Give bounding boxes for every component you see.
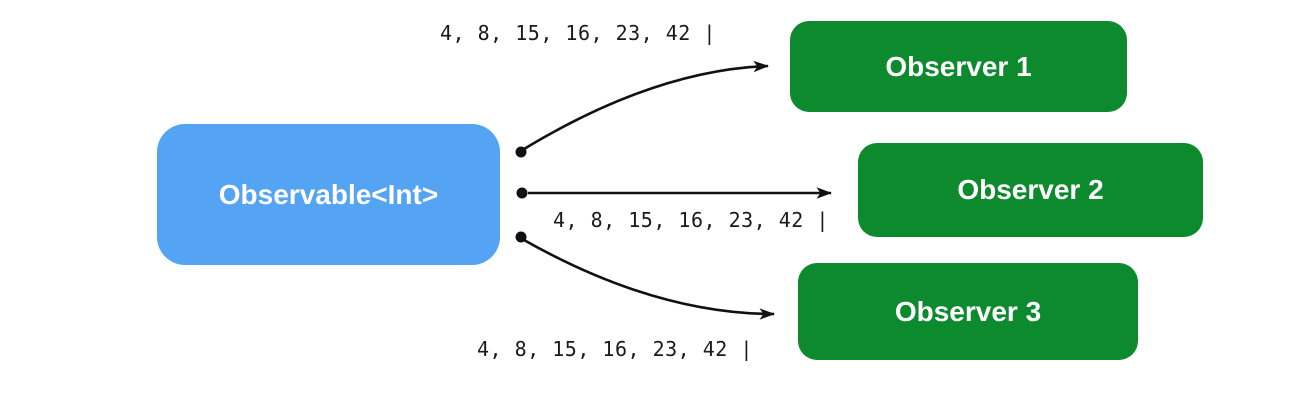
- observable-box: Observable<Int>: [157, 124, 500, 265]
- observer-3-box: Observer 3: [798, 263, 1138, 360]
- observer-1-label: Observer 1: [885, 50, 1032, 82]
- observer-3-label: Observer 3: [894, 295, 1042, 327]
- observable-label: Observable<Int>: [218, 178, 439, 210]
- observer-2-box: Observer 2: [858, 143, 1203, 237]
- arrow-to-observer-1: [523, 60, 769, 151]
- sequence-label-1: 4, 8, 15, 16, 23, 42 |: [440, 21, 716, 45]
- emission-dot-2: [516, 187, 528, 199]
- emission-dot-1: [515, 146, 527, 158]
- emission-dot-3: [515, 231, 527, 243]
- sequence-label-3: 4, 8, 15, 16, 23, 42 |: [477, 337, 753, 361]
- observer-1-box: Observer 1: [790, 21, 1127, 112]
- observer-2-label: Observer 2: [957, 174, 1104, 205]
- sequence-label-2: 4, 8, 15, 16, 23, 42 |: [553, 208, 829, 232]
- arrow-to-observer-3: [523, 238, 775, 320]
